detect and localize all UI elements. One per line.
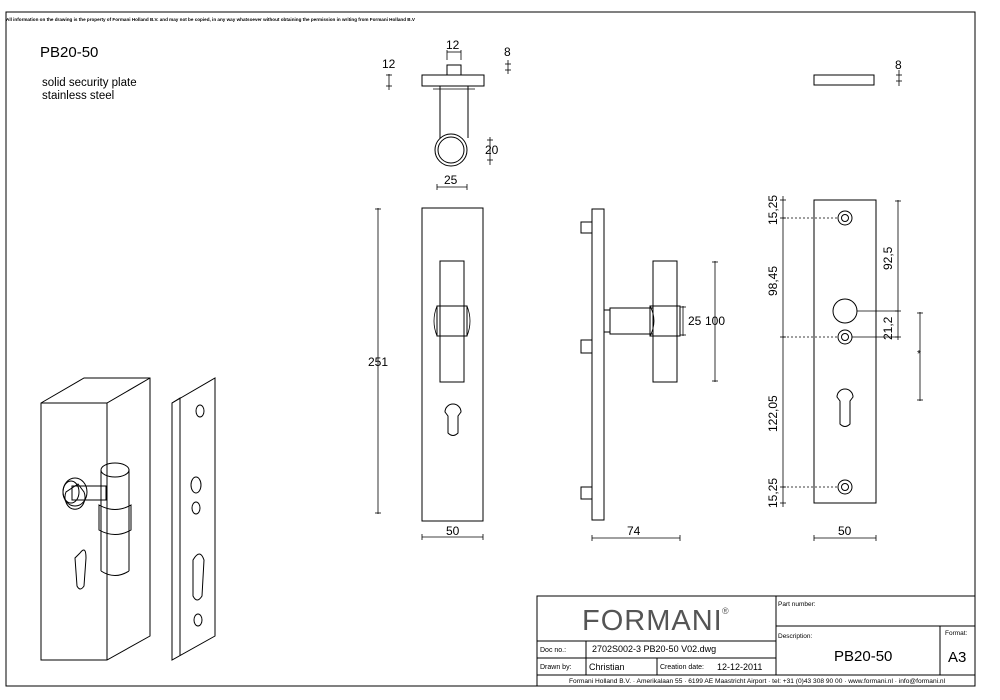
dim-back-925: 92,5 (881, 246, 895, 270)
footer-address: Formani Holland B.V. · Amerikalaan 55 · … (569, 678, 946, 685)
registered-mark: ® (722, 606, 729, 616)
copyright-notice: All information on the drawing is the pr… (6, 17, 416, 22)
front-view (375, 207, 484, 540)
dim-side-74: 74 (627, 524, 641, 538)
plate-thickness-view (813, 74, 875, 86)
creation-date-value: 12-12-2011 (717, 662, 762, 672)
dim-front-50: 50 (446, 524, 460, 538)
drawn-by-label: Drawn by: (540, 664, 572, 671)
dim-back-212: 21,2 (881, 316, 895, 340)
dim-top-8: 8 (504, 45, 511, 59)
part-number-label: Part number: (778, 601, 816, 608)
dim-back-12205: 122,05 (766, 395, 780, 432)
description-line-1: solid security plate (42, 77, 137, 89)
doc-no-label: Doc no.: (540, 647, 566, 654)
title-block (536, 595, 976, 687)
dim-plate-8: 8 (895, 58, 902, 72)
description-line-2: stainless steel (42, 90, 114, 102)
dim-back-1525-top: 15,25 (766, 195, 780, 225)
doc-no-value: 2702S002-3 PB20-50 V02.dwg (592, 644, 716, 654)
dim-front-251: 251 (368, 355, 388, 369)
dim-side-25: 25 (688, 314, 702, 328)
dim-back-50: 50 (838, 524, 852, 538)
format-label: Format: (945, 630, 968, 637)
isometric-back-plate (171, 377, 216, 661)
dim-top-12: 12 (446, 38, 460, 52)
format-value: A3 (948, 649, 966, 666)
top-view (386, 50, 511, 190)
description-value: PB20-50 (834, 648, 892, 665)
model-heading: PB20-50 (40, 44, 98, 61)
brand-logo: FORMANI (582, 605, 723, 637)
dim-top-20: 20 (485, 143, 499, 157)
dim-back-1525-bot: 15,25 (766, 478, 780, 508)
dim-side-100: 100 (705, 314, 725, 328)
creation-date-label: Creation date: (660, 664, 704, 671)
dim-left-12: 12 (382, 57, 396, 71)
side-view (580, 208, 718, 541)
dim-back-9845: 98,45 (766, 266, 780, 296)
dim-back-star: * (917, 349, 921, 360)
back-view (780, 196, 923, 541)
description-label: Description: (778, 633, 813, 640)
drawn-by-value: Christian (589, 662, 625, 672)
isometric-front-plate (40, 377, 151, 661)
drawing-border (5, 11, 976, 687)
dim-top-25: 25 (444, 173, 458, 187)
